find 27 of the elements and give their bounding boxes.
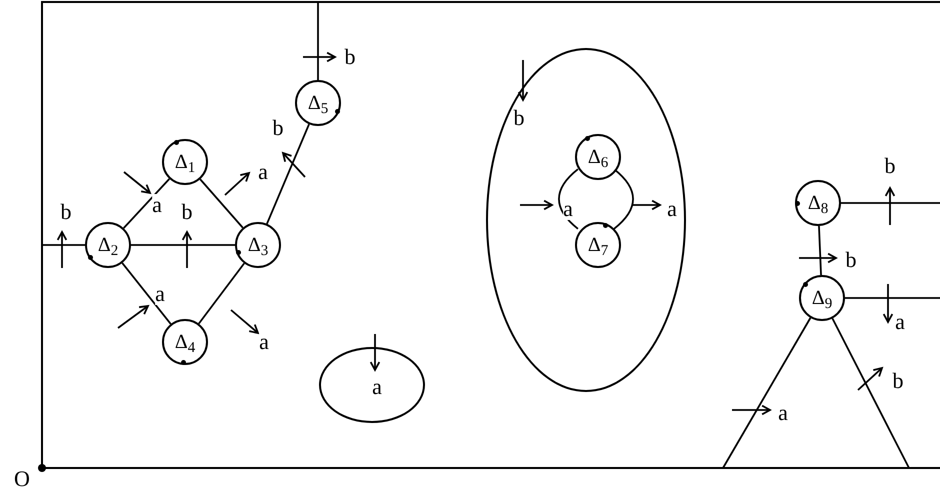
node-label: Δ$_{9}$ [812, 288, 832, 308]
graph-edge [131, 244, 235, 246]
graph-edge [832, 318, 910, 468]
graph-edge [122, 178, 170, 229]
node-label: Δ$_{3}$ [248, 235, 268, 255]
node-label: Δ$_{1}$ [174, 152, 196, 172]
node-label: Δ$_{6}$ [588, 147, 608, 167]
node-label: Δ$_{7}$ [588, 235, 608, 255]
node-label: Δ$_{5}$ [308, 93, 328, 113]
node-label: Δ$_{8}$ [808, 193, 828, 213]
graph-edge [558, 168, 578, 230]
ellipse-loop [319, 347, 425, 423]
graph-edge [266, 124, 310, 224]
graph-edge [845, 297, 940, 299]
node-label: Δ$_{2}$ [98, 235, 118, 255]
node-label: Δ$_{4}$ [174, 332, 196, 352]
graph-edge [614, 168, 634, 230]
ellipse-loop [486, 48, 686, 392]
graph-edge [122, 262, 172, 325]
graph-edge [317, 2, 319, 80]
graph-edge [42, 244, 85, 246]
origin-label: O [14, 468, 30, 490]
graph-edge [818, 226, 822, 276]
graph-edge [198, 262, 245, 324]
graph-edge [722, 317, 812, 468]
graph-edge [841, 202, 940, 204]
graph-edge [200, 178, 244, 228]
